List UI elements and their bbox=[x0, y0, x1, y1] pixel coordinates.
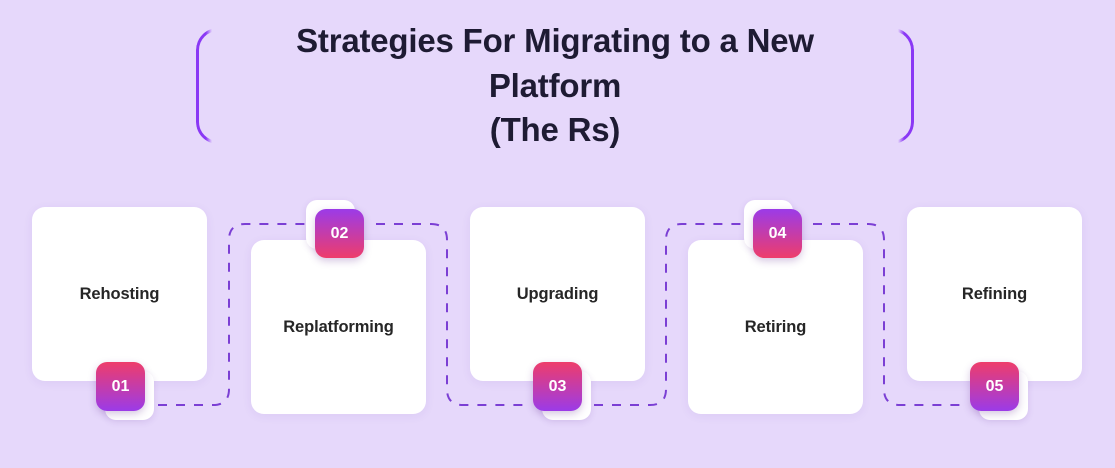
step-badge-3[interactable]: 03 bbox=[533, 362, 591, 420]
step-label-4: Retiring bbox=[744, 317, 807, 336]
step-card-4[interactable]: Retiring bbox=[688, 240, 863, 414]
step-badge-1[interactable]: 01 bbox=[96, 362, 154, 420]
page-title-line-1: Strategies For Migrating to a New Platfo… bbox=[296, 21, 814, 104]
page-title: Strategies For Migrating to a New Platfo… bbox=[230, 22, 880, 149]
title-block: Strategies For Migrating to a New Platfo… bbox=[196, 22, 914, 149]
step-badge-number-5: 05 bbox=[970, 362, 1019, 411]
step-badge-number-1: 01 bbox=[96, 362, 145, 411]
step-card-2[interactable]: Replatforming bbox=[251, 240, 426, 414]
page-title-line-2: (The Rs) bbox=[489, 111, 621, 149]
step-card-3[interactable]: Upgrading bbox=[470, 207, 645, 381]
step-badge-number-4: 04 bbox=[753, 209, 802, 258]
step-label-2: Replatforming bbox=[283, 317, 394, 336]
step-label-1: Rehosting bbox=[79, 284, 160, 303]
step-label-5: Refining bbox=[961, 284, 1028, 303]
step-card-1[interactable]: Rehosting bbox=[32, 207, 207, 381]
step-badge-number-2: 02 bbox=[315, 209, 364, 258]
step-card-5[interactable]: Refining bbox=[907, 207, 1082, 381]
step-badge-2[interactable]: 02 bbox=[306, 200, 364, 258]
step-label-3: Upgrading bbox=[516, 284, 599, 303]
step-badge-4[interactable]: 04 bbox=[744, 200, 802, 258]
step-badge-5[interactable]: 05 bbox=[970, 362, 1028, 420]
step-badge-number-3: 03 bbox=[533, 362, 582, 411]
